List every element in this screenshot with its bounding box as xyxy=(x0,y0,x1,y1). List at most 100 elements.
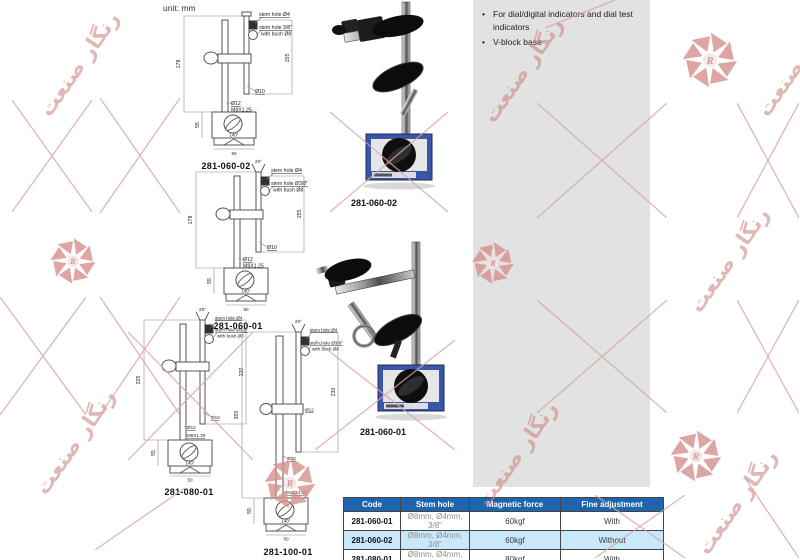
unit-label: unit: mm xyxy=(163,3,196,13)
table-row: 281-060-02 Ø8mm, Ø4mm, 3/8" 60kgf Withou… xyxy=(343,530,664,550)
table-row: 281-060-01 Ø8mm, Ø4mm, 3/8" 60kgf With xyxy=(343,511,664,531)
product-photo xyxy=(315,241,447,421)
magnet-switch xyxy=(223,114,243,134)
cell-fine-adjustment: With xyxy=(560,511,664,531)
cell-code: 281-060-01 xyxy=(343,511,401,531)
watermark-rosette-icon xyxy=(680,30,740,90)
cell-stem-hole: Ø8mm, Ø4mm, 3/8" xyxy=(400,530,470,550)
label-clamp-dia: Ø12 xyxy=(305,408,314,413)
side-panel xyxy=(473,0,650,487)
cell-fine-adjustment: With xyxy=(560,549,664,560)
cell-force: 60kgf xyxy=(469,511,561,531)
label-thread: M8X1.25 xyxy=(231,108,252,114)
col-header-magnetic-force: Magnetic force xyxy=(469,497,561,512)
clamp-knob xyxy=(203,51,219,65)
label-stem-hole-bush2: with bush Ø8 xyxy=(261,32,291,38)
clamp-knob xyxy=(161,359,177,373)
feature-list: For dial/digital indicators and dial tes… xyxy=(482,8,642,52)
label-column-dia: Ø12 xyxy=(187,425,196,430)
col-header-stem-hole: Stem hole xyxy=(400,497,470,512)
feature-item: V-block base xyxy=(482,36,642,49)
label-stem-hole-bush: stem hole Ø3/8" xyxy=(271,181,308,187)
dim-base-height: 55 xyxy=(247,508,253,514)
watermark-script: رنگار صنعت xyxy=(692,444,783,560)
cell-stem-hole: Ø8mm, Ø4mm, 3/8" xyxy=(400,511,470,531)
drawing-code: 281-060-01 xyxy=(213,321,263,331)
dim-vee-angle: 140° xyxy=(241,289,251,294)
label-stem-hole: stem hole Ø4 xyxy=(310,328,338,333)
watermark-cross xyxy=(12,100,92,212)
drawing-code: 281-080-01 xyxy=(164,487,214,497)
label-thread: M8X1.25 xyxy=(243,264,264,270)
product-photo xyxy=(332,1,435,190)
label-rod-dia: Ø10 xyxy=(211,415,220,420)
clamp-knob xyxy=(259,403,273,415)
spec-table: Code Stem hole Magnetic force Fine adjus… xyxy=(343,497,664,560)
magnet-switch xyxy=(235,270,255,290)
watermark-cross xyxy=(0,297,86,415)
dim-vee-angle: 140° xyxy=(185,461,195,466)
photo-code: 281-060-01 xyxy=(360,427,407,437)
dim-total-height: 225 xyxy=(136,376,142,385)
label-column-dia: Ø12 xyxy=(243,257,253,263)
technical-drawing: 178 155 20° stem hole Ø4 stem hole Ø3/8"… xyxy=(188,159,308,312)
label-thread: M8X1.25 xyxy=(187,433,206,438)
dim-rod-height: 155 xyxy=(297,210,303,219)
label-thread: M10X1.25 xyxy=(286,490,307,495)
top-knob xyxy=(324,258,372,282)
dim-vee-angle: 140° xyxy=(229,133,239,138)
cell-stem-hole: Ø8mm, Ø4mm, 3/8" xyxy=(400,549,470,560)
label-stem-hole: stem hole Ø4 xyxy=(259,12,290,18)
cell-fine-adjustment: Without xyxy=(560,530,664,550)
label-column-dia: Ø12 xyxy=(231,101,241,107)
dim-total-height: 355 xyxy=(234,411,240,420)
label-stem-hole-bush2: with bush Ø8 xyxy=(273,188,303,194)
label-rod-dia: Ø10 xyxy=(255,89,265,95)
cell-force: 60kgf xyxy=(469,530,561,550)
dim-base-height: 55 xyxy=(207,278,213,284)
label-stem-hole-bush: stem hole 3/8" xyxy=(259,25,292,31)
label-stem-hole: stem hole Ø4 xyxy=(215,316,243,321)
watermark-rosette-icon xyxy=(48,236,98,286)
dim-base-height: 55 xyxy=(195,122,201,128)
watermark-line xyxy=(95,488,185,550)
feature-item: For dial/digital indicators and dial tes… xyxy=(482,8,642,33)
mid-knob xyxy=(374,314,422,346)
cell-code: 281-080-01 xyxy=(343,549,401,560)
dim-base-width: 50 xyxy=(243,307,249,312)
dim-rod-height: 155 xyxy=(285,54,291,63)
dim-total-height: 178 xyxy=(176,60,182,69)
technical-drawing: 178 155 stem hole Ø4 stem hole 3/8" with… xyxy=(176,11,293,156)
drawing-code: 281-100-01 xyxy=(263,547,313,557)
watermark-script: رنگار صنعت xyxy=(752,6,800,122)
dim-top-angle: 20° xyxy=(255,159,262,164)
label-rod-dia: Ø10 xyxy=(267,245,277,251)
dim-top-angle: 20° xyxy=(295,319,302,324)
drawing-281-060-01: 178 155 20° stem hole Ø4 stem hole Ø3/8"… xyxy=(168,158,308,331)
drawing-281-060-02: 178 155 stem hole Ø4 stem hole 3/8" with… xyxy=(156,8,296,171)
photo-281-060-02: 281-060-02 xyxy=(306,0,466,208)
photo-code: 281-060-02 xyxy=(351,198,398,208)
top-knob xyxy=(372,14,424,38)
photo-281-060-01: 281-060-01 xyxy=(300,240,468,437)
clamp-knob xyxy=(215,207,231,221)
dim-total-height: 178 xyxy=(188,216,194,225)
watermark-script: رنگار صنعت xyxy=(684,202,775,318)
watermark-rosette-icon xyxy=(668,428,724,484)
label-column-dia: Ø20 xyxy=(287,456,296,461)
col-header-fine-adjustment: Fine adjustment xyxy=(560,497,664,512)
watermark-cross xyxy=(737,300,799,413)
cell-force: 80kgf xyxy=(469,549,561,560)
cross-arm xyxy=(334,269,416,295)
watermark-script: رنگار صنعت xyxy=(30,384,121,500)
watermark-script: رنگار صنعت xyxy=(34,6,125,122)
dim-vee-angle: 140° xyxy=(281,519,291,524)
table-row: 281-080-01 Ø8mm, Ø4mm, 3/8" 80kgf With xyxy=(343,549,664,560)
watermark-line xyxy=(745,478,799,558)
dim-base-width: 50 xyxy=(231,151,237,156)
table-header-row: Code Stem hole Magnetic force Fine adjus… xyxy=(343,497,664,512)
col-header-code: Code xyxy=(343,497,401,512)
dim-base-height: 55 xyxy=(151,450,157,456)
drawing-code: 281-060-02 xyxy=(201,161,251,171)
